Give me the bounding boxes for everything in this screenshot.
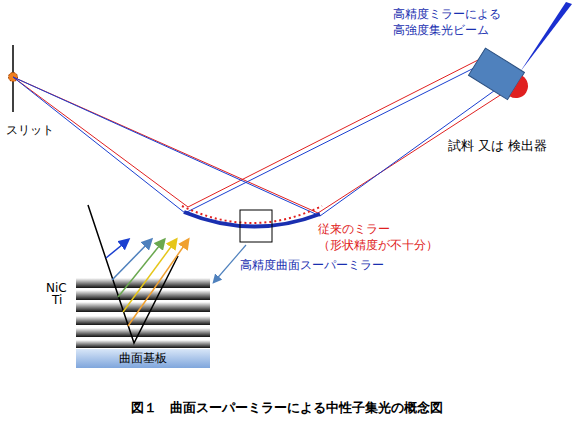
multilayer-band <box>76 328 210 337</box>
band-label: 曲面基板 <box>119 350 167 367</box>
label: 試料 又は 検出器 <box>448 138 547 154</box>
multilayer-band <box>76 278 210 288</box>
label: Ti <box>52 292 62 308</box>
label: 高精度ミラーによる 高強度集光ビーム <box>393 6 511 38</box>
substrate-band: 曲面基板 <box>76 349 210 368</box>
label: 従来のミラー （形状精度が不十分） <box>318 221 444 253</box>
multilayer-band <box>76 290 210 300</box>
label: スリット <box>6 122 54 138</box>
figure-caption: 図１ 曲面スーパーミラーによる中性子集光の概念図 <box>0 400 574 416</box>
label: 高精度曲面スーパーミラー <box>240 257 384 273</box>
multilayer-band <box>76 340 210 348</box>
